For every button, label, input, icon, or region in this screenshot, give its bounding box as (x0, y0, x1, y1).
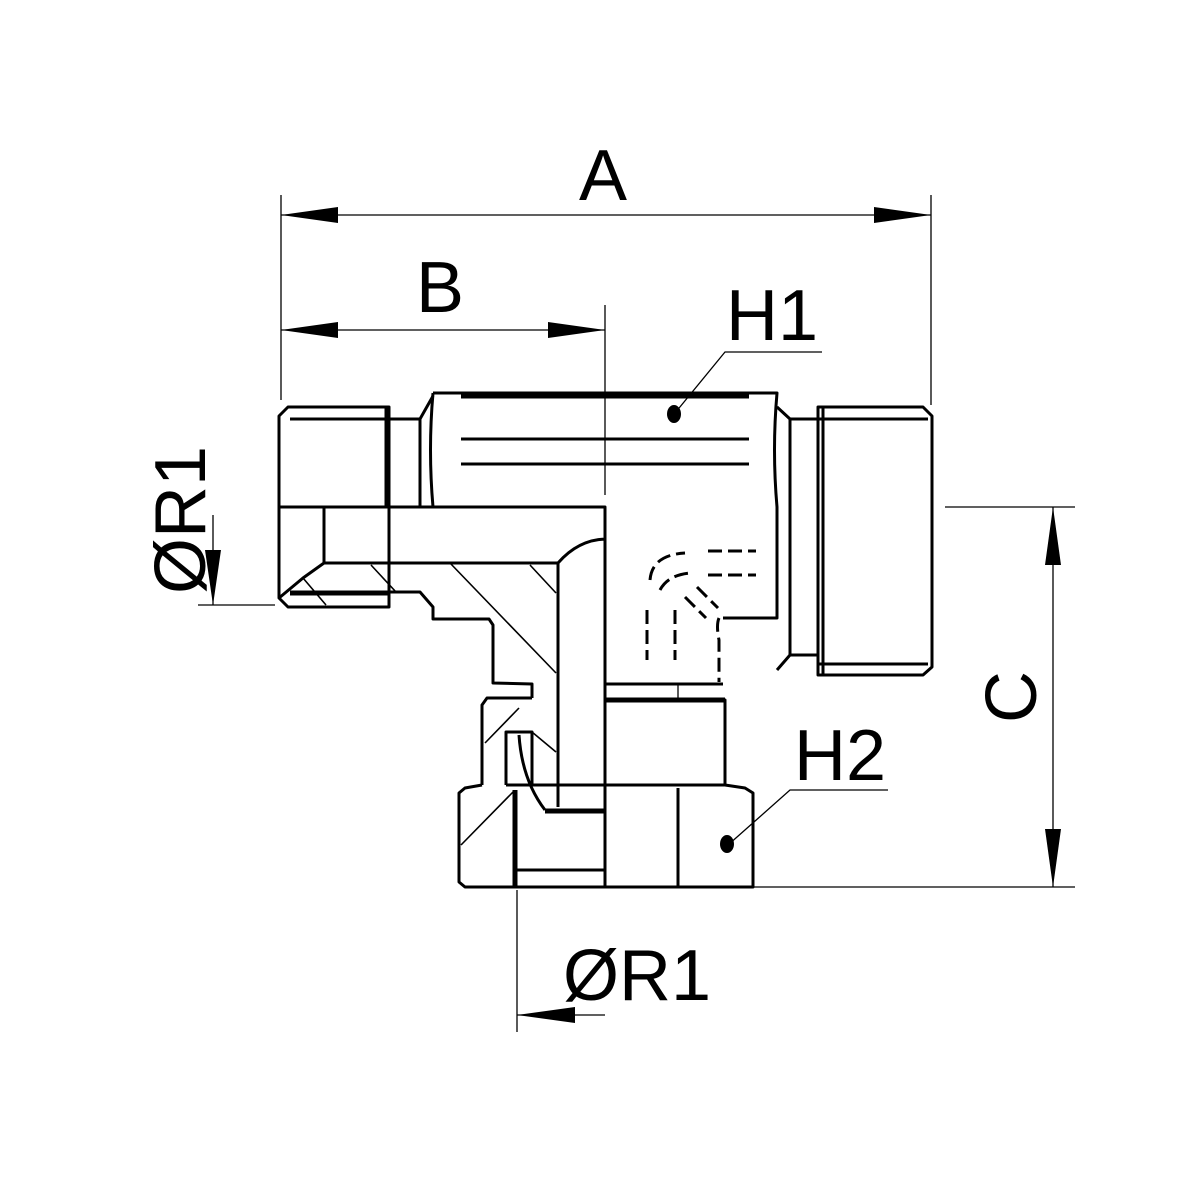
label-r1-bottom: ØR1 (563, 936, 711, 1016)
dimension-a: A (280, 136, 932, 405)
arrow-left-icon (281, 322, 338, 338)
label-a: A (579, 136, 627, 216)
dimension-c: C (740, 506, 1075, 888)
arrow-left-icon (517, 1007, 575, 1023)
label-h2: H2 (794, 716, 886, 796)
arrow-right-icon (548, 322, 605, 338)
dimension-r1-side: ØR1 (141, 446, 275, 606)
dimension-b: B (281, 248, 605, 338)
arrow-right-icon (874, 207, 931, 223)
label-c: C (972, 671, 1052, 723)
leader-h1: H1 (667, 276, 822, 423)
arrow-up-icon (1045, 507, 1061, 565)
label-r1-side: ØR1 (141, 446, 221, 594)
arrow-left-icon (281, 207, 338, 223)
arrow-down-icon (205, 550, 221, 605)
dimension-r1-bottom: ØR1 (516, 890, 711, 1032)
leader-h2: H2 (720, 716, 888, 853)
arrow-down-icon (1045, 829, 1061, 887)
fitting-body (277, 391, 934, 889)
label-h1: H1 (726, 276, 818, 356)
label-b: B (416, 248, 464, 328)
